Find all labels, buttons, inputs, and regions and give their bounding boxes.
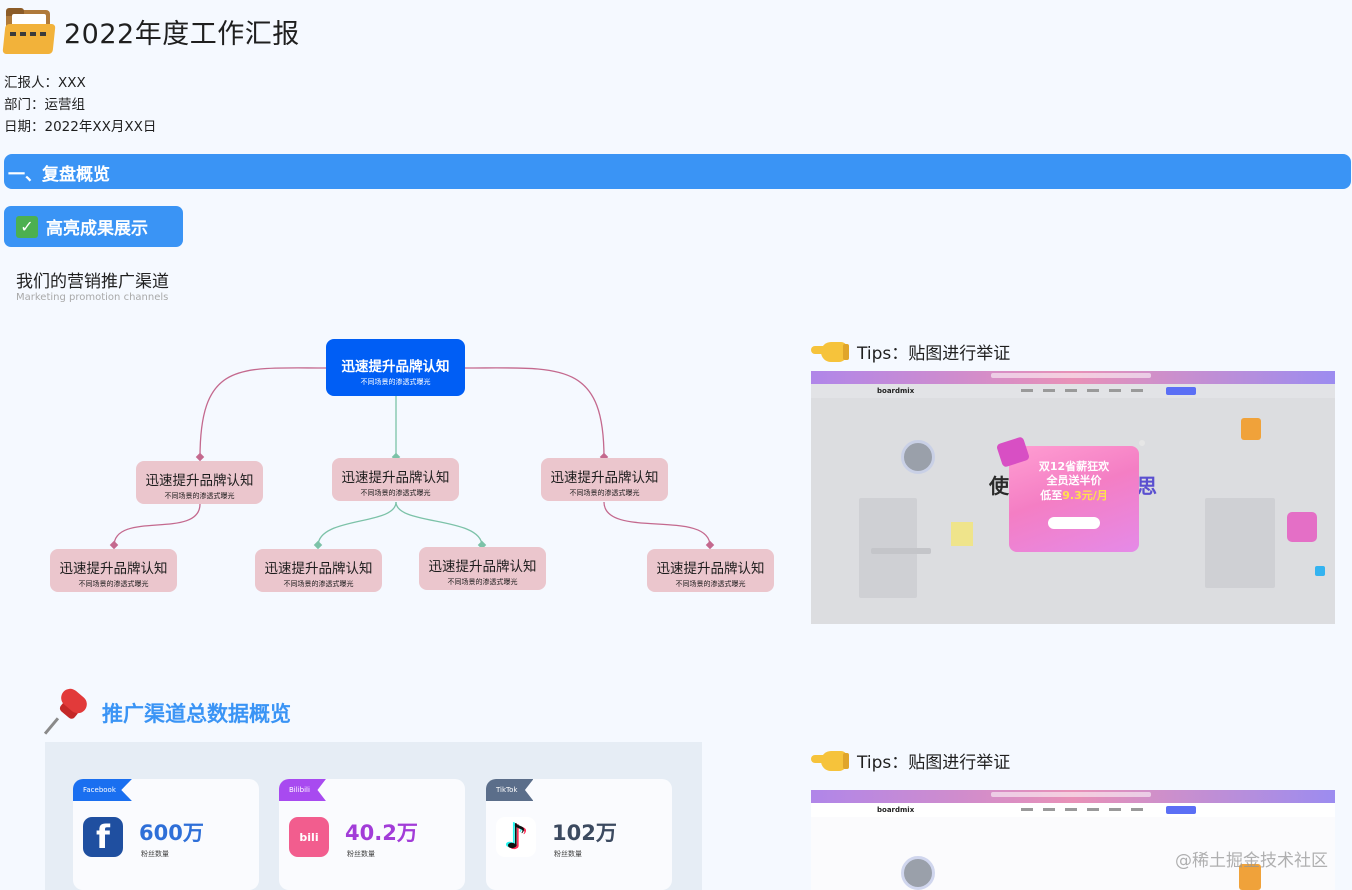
stat-value: 600万: [139, 821, 204, 845]
node-title: 迅速提升品牌认知: [550, 470, 659, 486]
mindmap-node-l2-4[interactable]: 迅速提升品牌认知 不同场景的渗透式曝光: [647, 549, 774, 592]
close-icon[interactable]: [1139, 440, 1145, 446]
mindmap-connectors: [109, 367, 715, 550]
screenshot-logo: boardmix: [877, 387, 915, 395]
section-heading-review: 一、复盘概览: [4, 154, 1351, 189]
tiktok-icon: ♪: [496, 817, 536, 857]
stat-label: 粉丝数量: [554, 850, 582, 858]
highlight-results-callout: ✓ 高亮成果展示: [4, 206, 183, 247]
screenshot-body: 使 思 双12省薪狂欢 全员送半价 低至9.3元/月: [811, 398, 1335, 624]
mindmap-root-node[interactable]: 迅速提升品牌认知 不同场景的渗透式曝光: [326, 339, 465, 396]
stat-label: 粉丝数量: [347, 850, 375, 858]
sticky-note: [951, 522, 973, 546]
screenshot-logo: boardmix: [877, 806, 915, 814]
platform-ribbon: Facebook: [73, 779, 132, 801]
node-subtitle: 不同场景的渗透式曝光: [447, 578, 518, 586]
node-subtitle: 不同场景的渗透式曝光: [360, 378, 431, 386]
page-title: 2022年度工作汇报: [64, 18, 300, 50]
promo-button[interactable]: [1048, 517, 1100, 529]
overview-title: 推广渠道总数据概览: [102, 702, 291, 726]
badge-illustration: [1287, 512, 1317, 542]
mindmap-node-l1-left[interactable]: 迅速提升品牌认知 不同场景的渗透式曝光: [136, 461, 263, 504]
platform-ribbon: Bilibili: [279, 779, 326, 801]
report-meta: 汇报人：XXX 部门：运营组 日期：2022年XX月XX日: [4, 72, 156, 138]
node-subtitle: 不同场景的渗透式曝光: [164, 492, 235, 500]
screenshot-headline: 使: [989, 474, 1009, 498]
promo-line-2: 全员送半价: [1046, 474, 1102, 487]
screenshot-headline-2: 思: [1137, 474, 1157, 498]
stat-value: 40.2万: [345, 821, 418, 845]
node-title: 迅速提升品牌认知: [341, 359, 450, 375]
channels-subtitle: Marketing promotion channels: [16, 292, 169, 303]
department: 部门：运营组: [4, 97, 85, 113]
folder-icon: [2, 8, 56, 54]
node-subtitle: 不同场景的渗透式曝光: [78, 580, 149, 588]
pointing-hand-icon: [811, 338, 849, 364]
bilibili-icon: bili: [289, 817, 329, 857]
promo-popup[interactable]: 双12省薪狂欢 全员送半价 低至9.3元/月: [995, 436, 1145, 552]
report-date: 日期：2022年XX月XX日: [4, 119, 157, 135]
highlight-label: 高亮成果展示: [46, 219, 148, 239]
node-title: 迅速提升品牌认知: [656, 561, 765, 577]
mindmap-node-l2-3[interactable]: 迅速提升品牌认知 不同场景的渗透式曝光: [419, 547, 546, 590]
stat-card-tiktok[interactable]: TikTok ♪ 102万 粉丝数量: [486, 779, 672, 890]
tips-heading-1: Tips：贴图进行举证: [811, 338, 1010, 364]
screenshot-banner: [811, 790, 1335, 803]
channels-title: 我们的营销推广渠道: [16, 272, 169, 292]
node-title: 迅速提升品牌认知: [264, 561, 373, 577]
screenshot-avatar: [901, 856, 935, 890]
watermark: @稀土掘金技术社区: [1175, 851, 1328, 871]
node-subtitle: 不同场景的渗透式曝光: [569, 489, 640, 497]
title-row: 2022年度工作汇报: [2, 8, 300, 54]
node-subtitle: 不同场景的渗透式曝光: [283, 580, 354, 588]
node-title: 迅速提升品牌认知: [341, 470, 450, 486]
evidence-screenshot-2[interactable]: boardmix: [811, 790, 1335, 890]
chat-icon[interactable]: [1315, 566, 1325, 576]
mindmap-node-l2-1[interactable]: 迅速提升品牌认知 不同场景的渗透式曝光: [50, 549, 177, 592]
node-title: 迅速提升品牌认知: [59, 561, 168, 577]
overview-title-row: 推广渠道总数据概览: [43, 685, 291, 736]
screenshot-nav: boardmix: [811, 803, 1335, 817]
tips-label: Tips：贴图进行举证: [857, 343, 1011, 364]
node-subtitle: 不同场景的渗透式曝光: [675, 580, 746, 588]
stat-card-facebook[interactable]: Facebook f 600万 粉丝数量: [73, 779, 259, 890]
mindmap-node-l2-2[interactable]: 迅速提升品牌认知 不同场景的渗透式曝光: [255, 549, 382, 592]
screenshot-avatar: [901, 440, 935, 474]
stat-value: 102万: [552, 821, 617, 845]
mindmap-node-l1-center[interactable]: 迅速提升品牌认知 不同场景的渗透式曝光: [332, 458, 459, 501]
orange-card: [1241, 418, 1261, 440]
screenshot-nav: boardmix: [811, 384, 1335, 398]
node-title: 迅速提升品牌认知: [145, 473, 254, 489]
mindmap: 迅速提升品牌认知 不同场景的渗透式曝光 迅速提升品牌认知 不同场景的渗透式曝光 …: [0, 320, 800, 620]
stat-label: 粉丝数量: [141, 850, 169, 858]
screenshot-banner: [811, 371, 1335, 384]
orange-card: [1239, 864, 1261, 890]
pointing-hand-icon: [811, 747, 849, 773]
mindmap-node-l1-right[interactable]: 迅速提升品牌认知 不同场景的渗透式曝光: [541, 458, 668, 501]
reporter: 汇报人：XXX: [4, 75, 86, 91]
facebook-icon: f: [83, 817, 123, 857]
evidence-screenshot-1[interactable]: boardmix 使 思 双12省薪狂欢 全员送半价 低至9.3元/月: [811, 371, 1335, 624]
tips-label: Tips：贴图进行举证: [857, 752, 1011, 773]
node-subtitle: 不同场景的渗透式曝光: [360, 489, 431, 497]
stat-card-bilibili[interactable]: Bilibili bili 40.2万 粉丝数量: [279, 779, 465, 890]
pushpin-icon: [43, 685, 92, 736]
overview-panel: Facebook f 600万 粉丝数量 Bilibili bili 40.2万…: [45, 742, 702, 890]
check-icon: ✓: [16, 215, 38, 238]
tips-heading-2: Tips：贴图进行举证: [811, 747, 1010, 773]
platform-ribbon: TikTok: [486, 779, 534, 801]
promo-line-3: 低至9.3元/月: [1040, 489, 1108, 502]
node-title: 迅速提升品牌认知: [428, 559, 537, 575]
promo-line-1: 双12省薪狂欢: [1038, 460, 1110, 473]
